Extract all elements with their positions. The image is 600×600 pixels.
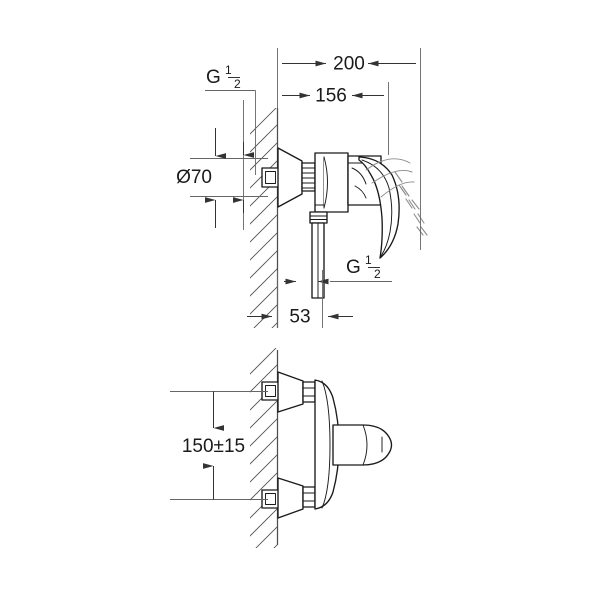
thread-numerator-upper: 1	[225, 63, 232, 77]
inlet-union-lower-bottom	[261, 489, 280, 509]
escutcheon-cone-upper-bottom	[277, 371, 304, 413]
dimension-diameter-70: Ø70	[176, 100, 268, 230]
inlet-union-upper-bottom	[261, 381, 280, 401]
thread-denominator-upper: 2	[234, 77, 241, 91]
dimension-label-150: 150±15	[182, 436, 245, 457]
dimension-label-200: 200	[333, 54, 365, 75]
coupling-nut-upper-bottom	[302, 381, 316, 403]
thread-label-g-upper: G	[206, 67, 221, 88]
dimension-150-plusminus-15: 150±15	[170, 391, 268, 500]
coupling-nut-top	[301, 162, 316, 192]
dimension-53: 53	[247, 270, 353, 328]
rotation-arc-indicator	[394, 171, 428, 236]
callout-outlet-thread: G 1 2	[318, 253, 392, 285]
mixer-body-top	[314, 152, 349, 213]
inlet-union-top	[261, 167, 280, 188]
lever-handle-top	[351, 156, 400, 259]
coupling-nut-lower-bottom	[302, 486, 316, 508]
thread-label-g-lower: G	[346, 257, 361, 278]
escutcheon-cone-lower-bottom	[277, 477, 304, 519]
dimension-200: 200	[277, 48, 421, 250]
lever-handle-front	[332, 424, 393, 466]
callout-inlet-thread: G 1 2	[205, 63, 256, 175]
outlet-tube-top	[309, 211, 328, 299]
front-elevation-view: 150±15	[170, 348, 393, 548]
dimension-label-53: 53	[289, 307, 310, 328]
thread-numerator-lower: 1	[365, 253, 372, 267]
wall-hatching-top	[250, 108, 278, 328]
dimension-label-156: 156	[315, 86, 347, 107]
thread-denominator-lower: 2	[374, 267, 381, 281]
side-elevation-view: 200 156 Ø70 G 1 2	[176, 48, 428, 328]
dimension-label-70: Ø70	[176, 167, 212, 188]
dimension-156: 156	[282, 82, 389, 155]
wall-top	[250, 108, 279, 328]
